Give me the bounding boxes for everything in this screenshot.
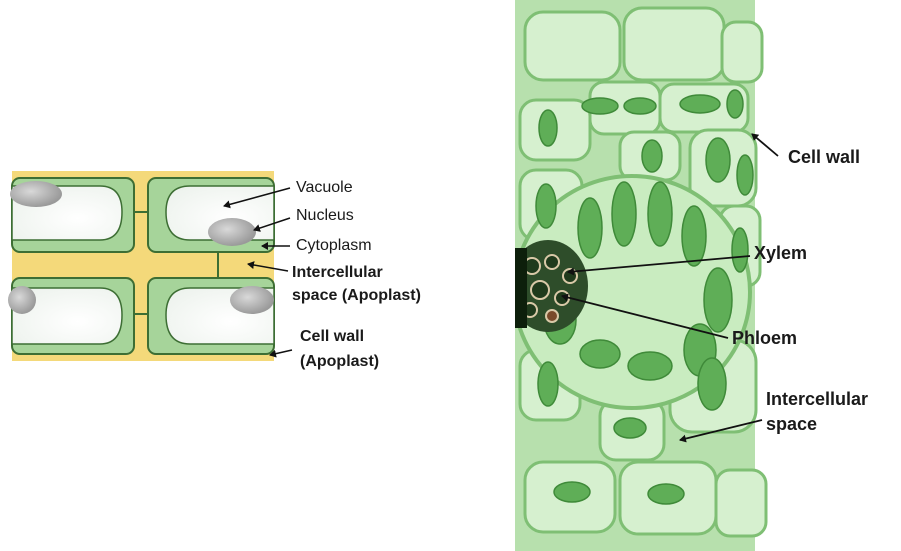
nucleus-top-right <box>208 218 256 246</box>
nucleus-bottom-left <box>8 286 36 314</box>
label-intercellular-right-line1: Intercellular <box>766 389 868 409</box>
label-cell-wall-right: Cell wall <box>788 147 860 167</box>
label-xylem: Xylem <box>754 243 807 263</box>
nucleus-bottom-right <box>230 286 274 314</box>
label-cell-wall-line2: (Apoplast) <box>300 353 379 371</box>
label-intercellular-right-line2: space <box>766 414 817 434</box>
label-nucleus: Nucleus <box>296 207 354 225</box>
label-intercellular-space-line2: space (Apoplast) <box>292 287 421 305</box>
cell-wall-band <box>12 258 274 272</box>
leaf-tissue-illustration <box>508 0 778 551</box>
plant-cell-schematic <box>8 171 292 361</box>
label-cytoplasm: Cytoplasm <box>296 237 372 255</box>
label-vacuole: Vacuole <box>296 179 353 197</box>
label-intercellular-space-line1: Intercellular <box>292 264 383 282</box>
nucleus-top-left <box>10 181 62 207</box>
vascular-bundle <box>508 240 588 332</box>
label-phloem: Phloem <box>732 328 797 348</box>
label-cell-wall-line1: Cell wall <box>300 328 364 346</box>
